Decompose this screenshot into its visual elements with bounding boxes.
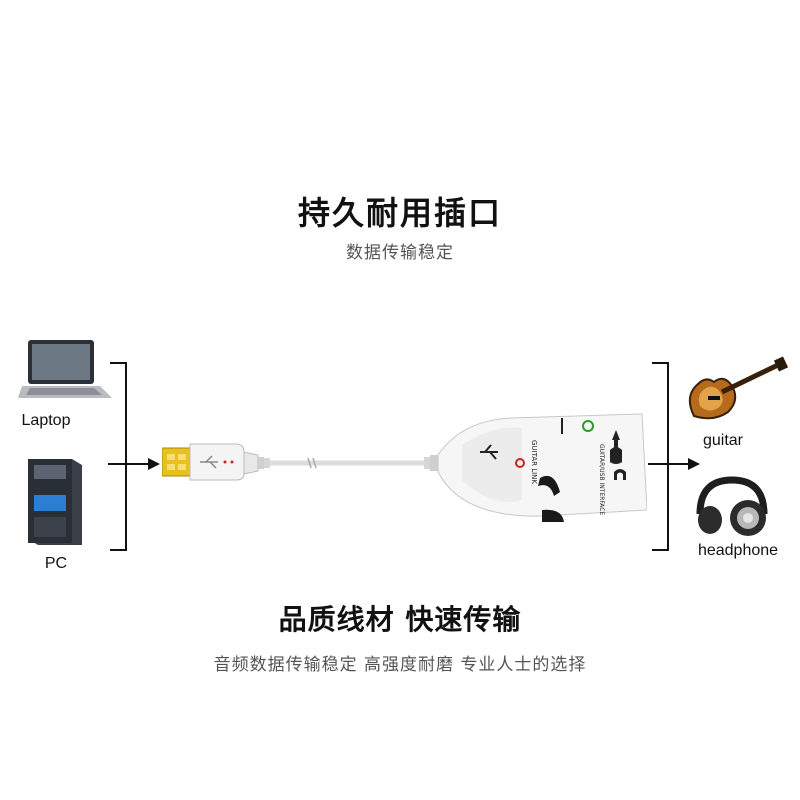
electric-guitar-icon	[688, 356, 788, 420]
left-bracket	[108, 362, 160, 551]
right-bracket	[648, 362, 700, 551]
laptop-label: Laptop	[21, 412, 71, 429]
guitar-label: guitar	[702, 432, 744, 449]
headphone-label: headphone	[697, 542, 779, 559]
top-title: 持久耐用插口	[297, 194, 502, 232]
laptop-icon	[18, 340, 112, 398]
bottom-subtitle: 音频数据传输稳定 高强度耐磨 专业人士的选择	[213, 655, 587, 675]
pc-label: PC	[44, 555, 68, 572]
top-subtitle: 数据传输稳定	[346, 243, 454, 263]
adapter-name: GUITAR LINK	[530, 440, 538, 484]
usb-plug	[162, 443, 259, 481]
interface-label: GUITAR/USB INTERFACE	[598, 444, 605, 516]
usb-guitar-link-cable: GUITAR LINK GUITAR/USB INTERFACE	[162, 413, 647, 522]
pc-tower-icon	[28, 459, 82, 545]
headphone-icon	[696, 476, 768, 536]
bottom-title: 品质线材 快速传输	[278, 603, 522, 636]
